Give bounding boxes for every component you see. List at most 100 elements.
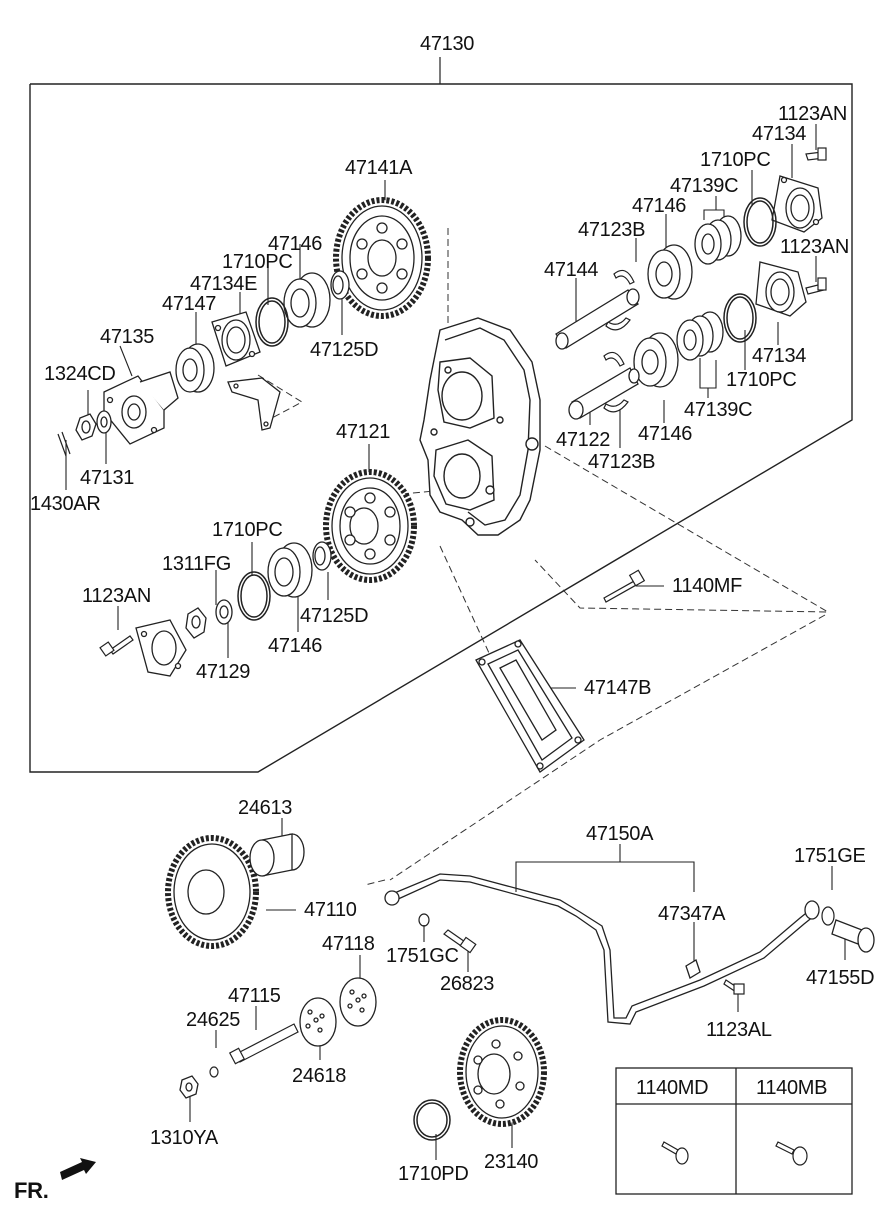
label-47130: 47130 (420, 33, 475, 55)
label-1324cd: 1324CD (44, 363, 116, 385)
bearing-47146-left (283, 272, 331, 328)
label-47131: 47131 (80, 467, 135, 489)
gear-47121 (323, 469, 417, 583)
gasket-47147b (475, 639, 585, 773)
label-1310ya: 1310YA (150, 1127, 218, 1149)
seals-47139c-top (694, 215, 742, 265)
label-1430ar: 1430AR (30, 493, 101, 515)
bracket (227, 377, 281, 431)
label-24625: 24625 (186, 1009, 241, 1031)
label-23140: 23140 (484, 1151, 539, 1173)
leader-lines (65, 124, 846, 1160)
bearing-47147 (175, 343, 215, 393)
label-47125d-top: 47125D (310, 339, 379, 361)
label-47147: 47147 (162, 293, 217, 315)
bearing-47146-mid-right (633, 332, 679, 388)
bolt-26823 (443, 929, 477, 954)
label-1710pc-top: 1710PC (700, 149, 771, 171)
seals-47139c-bottom (676, 311, 724, 361)
label-24613: 24613 (238, 797, 293, 819)
nut-1324cd (75, 413, 97, 441)
bearing-47146-lower (267, 542, 313, 598)
bearing-47146-top-right (647, 244, 693, 300)
table-header-1140md: 1140MD (636, 1077, 709, 1099)
front-direction-label: FR. (14, 1178, 49, 1203)
label-1710pc-right: 1710PC (726, 369, 797, 391)
table-header-1140mb: 1140MB (756, 1077, 828, 1099)
label-47129: 47129 (196, 661, 251, 683)
bolt-1123an-mid-right (805, 277, 827, 295)
shaft-47144 (555, 288, 640, 350)
label-47146-mid-right: 47146 (638, 423, 693, 445)
nut-1311fg (185, 607, 207, 639)
label-1710pc-bottom-left: 1710PC (212, 519, 283, 541)
washer-1751ge (821, 906, 835, 926)
label-47147b: 47147B (584, 677, 652, 699)
label-47121: 47121 (336, 421, 391, 443)
label-47146-left: 47146 (268, 233, 323, 255)
label-47144: 47144 (544, 259, 599, 281)
bolt-1140md-icon (661, 1141, 689, 1165)
label-47139c-bottom: 47139C (684, 399, 753, 421)
snap-ring-47125d-lower (312, 541, 332, 571)
label-47110: 47110 (304, 899, 357, 921)
sleeve-24613 (249, 833, 305, 877)
label-47141a: 47141A (345, 157, 413, 179)
label-47347a: 47347A (658, 903, 726, 925)
oil-pipe-47150a (384, 873, 820, 1025)
cotter-pin-1430ar (57, 431, 71, 457)
o-ring-1710pc-left (255, 297, 289, 347)
label-47134-right: 47134 (752, 345, 807, 367)
label-1123an-left: 1123AN (82, 585, 151, 607)
label-47118: 47118 (322, 933, 375, 955)
plate-24618 (299, 997, 337, 1047)
plate-47118 (339, 977, 377, 1027)
label-1123an-mid-right: 1123AN (780, 236, 849, 258)
label-47146-bottom: 47146 (268, 635, 323, 657)
transfer-case-housing (419, 317, 541, 536)
cover-47134-right (755, 261, 807, 317)
bolt-47155d (831, 919, 875, 953)
cover-47134-top (771, 175, 823, 233)
label-47115: 47115 (228, 985, 281, 1007)
bolt-1123al (723, 979, 745, 995)
bolt-1123an-left (99, 635, 134, 657)
o-ring-1710pd (413, 1099, 451, 1141)
label-47135: 47135 (100, 326, 155, 348)
o-ring-1710pc-top (743, 197, 777, 247)
label-1311fg: 1311FG (162, 553, 231, 575)
washer-1751gc (418, 913, 430, 927)
gear-23140 (457, 1017, 547, 1127)
label-1710pd: 1710PD (398, 1163, 469, 1185)
label-47150a: 47150A (586, 823, 654, 845)
o-ring-1710pc-right (723, 293, 757, 343)
label-1751gc: 1751GC (386, 945, 459, 967)
bolt-1140mb-icon (775, 1141, 808, 1166)
flange-47135 (103, 371, 179, 445)
o-ring-24625 (209, 1066, 219, 1078)
washer-47129 (215, 599, 233, 625)
label-47134-top: 47134 (752, 123, 807, 145)
snap-ring-47125d (330, 270, 350, 300)
cover-47134e (211, 311, 261, 367)
shaft-47122 (568, 367, 640, 420)
label-47123b-bottom: 47123B (588, 451, 656, 473)
gear-47110 (165, 835, 259, 949)
shaft-47115 (228, 1023, 299, 1065)
clip-47123b-top (605, 269, 635, 331)
label-47139c-top: 47139C (670, 175, 739, 197)
label-1710pc-left: 1710PC (222, 251, 293, 273)
o-ring-1710pc-lower (237, 571, 271, 621)
bolt-1123an-top (805, 147, 827, 161)
label-1123an-top: 1123AN (778, 103, 847, 125)
label-47155d: 47155D (806, 967, 875, 989)
gear-47141a (333, 197, 431, 319)
label-47125d-bottom: 47125D (300, 605, 369, 627)
label-1140mf: 1140MF (672, 575, 743, 597)
label-47123b-top: 47123B (578, 219, 646, 241)
label-26823: 26823 (440, 973, 495, 995)
label-1751ge: 1751GE (794, 845, 866, 867)
front-direction-arrow-icon (60, 1158, 96, 1180)
